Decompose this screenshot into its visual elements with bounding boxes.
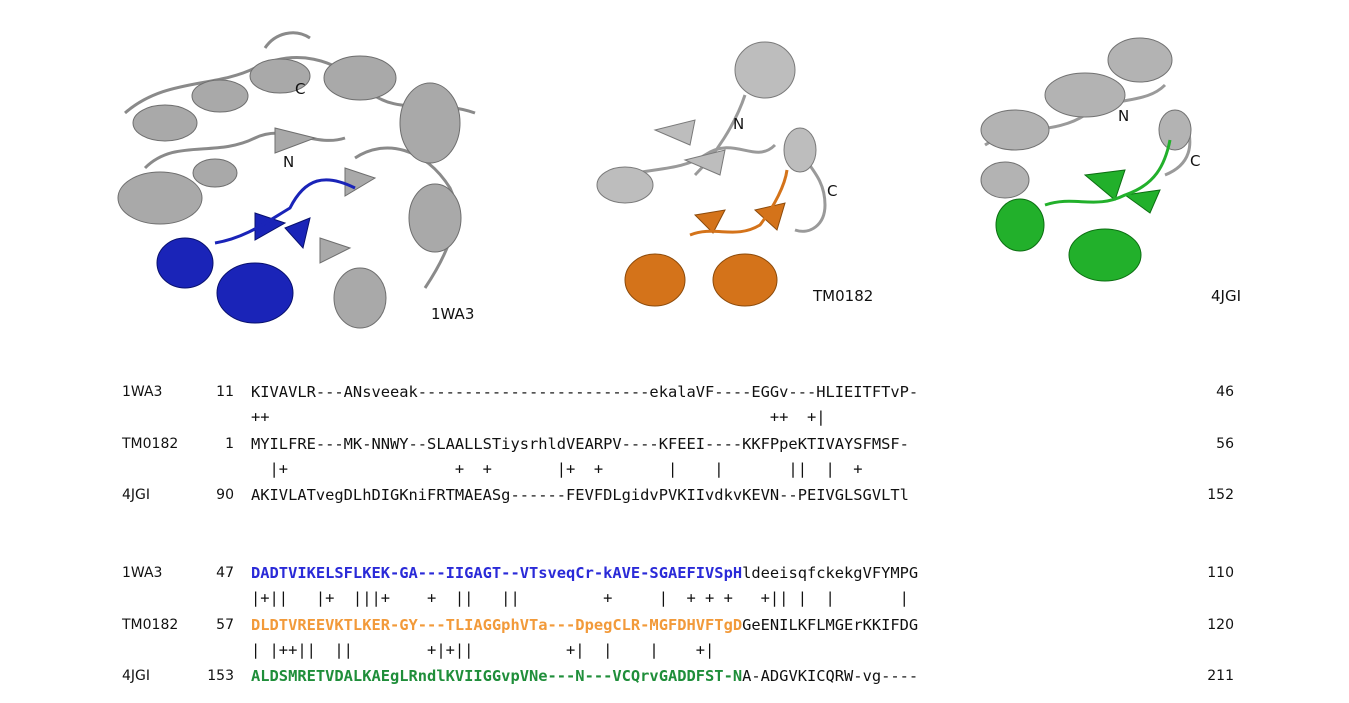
match-line: |+|| |+ |||+ + || || + | + + + +|| | | | <box>0 587 1349 609</box>
sequence-end: 46 <box>1216 384 1234 400</box>
alignment-row-1wa3: 1WA3 11 KIVAVLR---ANsveeak--------------… <box>0 381 1349 403</box>
match-symbols: | |++|| || +|+|| +| | | +| <box>251 641 715 659</box>
sequence-start: 57 <box>216 617 234 633</box>
sequence-name: 4JGI <box>122 668 151 684</box>
alignment-row-4jgi: 4JGI 90 AKIVLATvegDLhDIGKniFRTMAEASg----… <box>0 484 1349 506</box>
protein-cartoon-1wa3 <box>117 31 476 329</box>
alignment-row-tm0182: TM0182 57 DLDTVREEVKTLKER-GY---TLIAGGphV… <box>0 614 1349 636</box>
n-terminus-label: N <box>1118 107 1130 125</box>
sequence-end: 56 <box>1216 436 1234 452</box>
sequence-end: 211 <box>1207 668 1234 684</box>
unhighlighted-region: A-ADGVKICQRW-vg---- <box>742 667 919 685</box>
n-terminus-label: N <box>733 115 745 133</box>
sequence-name: TM0182 <box>122 436 179 452</box>
n-terminus-label: N <box>283 153 295 171</box>
sequence-start: 153 <box>207 668 234 684</box>
match-line: | |++|| || +|+|| +| | | +| <box>0 639 1349 661</box>
highlighted-region: DADTVIKELSFLKEK-GA---IIGAGT--VTsveqCr-kA… <box>251 564 743 582</box>
sequence-start: 1 <box>225 436 234 452</box>
c-terminus-label: C <box>1190 152 1201 170</box>
sequence-text: ALDSMRETVDALKAEgLRndlKVIIGGvpVNe---N---V… <box>251 665 918 687</box>
sequence-start: 47 <box>216 565 234 581</box>
protein-cartoon-4jgi <box>980 37 1192 282</box>
sequence-end: 120 <box>1207 617 1234 633</box>
sequence-text: KIVAVLR---ANsveeak----------------------… <box>251 383 919 401</box>
structure-id-label: 4JGI <box>1211 287 1242 305</box>
unhighlighted-region: GeENILKFLMGErKKIFDG <box>742 616 919 634</box>
unhighlighted-region: ldeeisqfckekgVFYMPG <box>742 564 919 582</box>
sequence-start: 90 <box>216 487 234 503</box>
highlighted-region: DLDTVREEVKTLKER-GY---TLIAGGphVTa---DpegC… <box>251 616 743 634</box>
structure-id-label: TM0182 <box>813 287 874 305</box>
c-terminus-label: C <box>295 80 306 98</box>
alignment-row-tm0182: TM0182 1 MYILFRE---MK-NNWY--SLAALLSTiysr… <box>0 433 1349 455</box>
sequence-name: 1WA3 <box>122 565 163 581</box>
c-terminus-label: C <box>827 182 838 200</box>
sequence-text: AKIVLATvegDLhDIGKniFRTMAEASg------FEVFDL… <box>251 486 909 504</box>
sequence-name: 4JGI <box>122 487 151 503</box>
protein-cartoon-tm0182 <box>596 41 827 307</box>
match-line: |+ + + |+ + | | || | + <box>0 458 1349 480</box>
sequence-name: TM0182 <box>122 617 179 633</box>
structure-panel-1wa3: C N 1WA3 <box>105 18 485 353</box>
alignment-row-1wa3: 1WA3 47 DADTVIKELSFLKEK-GA---IIGAGT--VTs… <box>0 562 1349 584</box>
match-symbols: |+ + + |+ + | | || | + <box>251 460 863 478</box>
sequence-end: 152 <box>1207 487 1234 503</box>
sequence-text: DADTVIKELSFLKEK-GA---IIGAGT--VTsveqCr-kA… <box>251 562 918 584</box>
structure-panel-tm0182: N C TM0182 <box>595 25 885 325</box>
sequence-end: 110 <box>1207 565 1234 581</box>
match-symbols: |+|| |+ |||+ + || || + | + + + +|| | | | <box>251 589 909 607</box>
sequence-text: MYILFRE---MK-NNWY--SLAALLSTiysrhldVEARPV… <box>251 435 909 453</box>
sequence-name: 1WA3 <box>122 384 163 400</box>
match-line: ++ ++ +| <box>0 406 1349 428</box>
sequence-start: 11 <box>216 384 234 400</box>
structure-panel-4jgi: N C 4JGI <box>975 25 1255 315</box>
sequence-text: DLDTVREEVKTLKER-GY---TLIAGGphVTa---DpegC… <box>251 614 918 636</box>
highlighted-region: ALDSMRETVDALKAEgLRndlKVIIGGvpVNe---N---V… <box>251 667 743 685</box>
alignment-row-4jgi: 4JGI 153 ALDSMRETVDALKAEgLRndlKVIIGGvpVN… <box>0 665 1349 687</box>
structure-id-label: 1WA3 <box>431 305 475 323</box>
match-symbols: ++ ++ +| <box>251 408 826 426</box>
